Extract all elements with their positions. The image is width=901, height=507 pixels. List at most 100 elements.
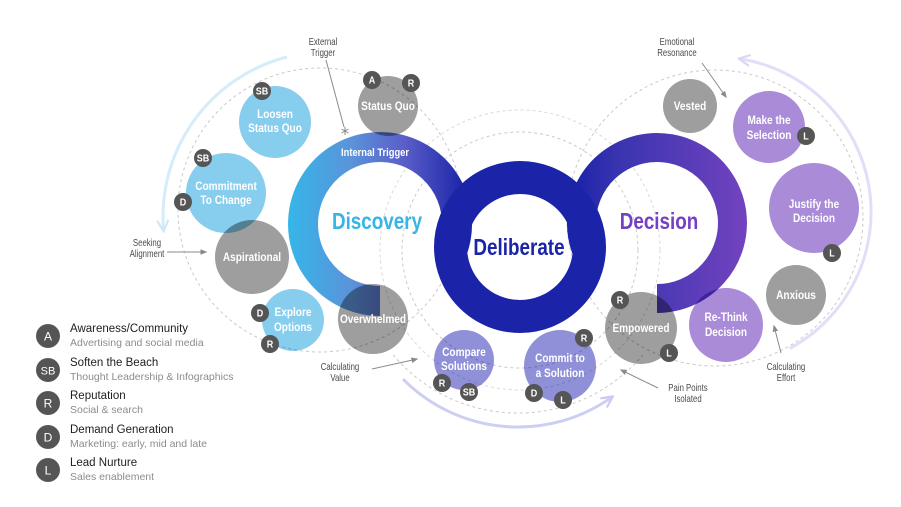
discovery-flow-arrow (163, 55, 288, 230)
stage-make-the-selection: Make the Selection L (733, 91, 815, 163)
asterisk-icon (341, 127, 349, 135)
stage-vested: Vested (663, 79, 717, 133)
phase-label-discovery: Discovery (332, 209, 422, 234)
badge-circle (402, 74, 420, 92)
badge-letter: R (439, 378, 446, 390)
badge-letter: SB (463, 387, 476, 399)
annotation-emotional-resonance: Emotional Resonance (657, 36, 727, 99)
badge: SB (460, 383, 478, 401)
badge-circle (525, 384, 543, 402)
annotation-text: Emotional (660, 36, 695, 47)
stage-label: Compare (442, 346, 486, 359)
legend-title: Soften the Beach (70, 357, 158, 369)
arrow-icon (772, 324, 782, 354)
annotation-text: Isolated (674, 393, 701, 404)
badge: R (261, 335, 279, 353)
badge-circle (433, 374, 451, 392)
deliberate-outer-orbit (379, 109, 661, 391)
stage-label: Empowered (612, 322, 669, 335)
annotation-text: Alignment (130, 248, 165, 259)
arrow-icon (371, 357, 419, 370)
stage-circle (186, 153, 266, 233)
badge-circle (261, 335, 279, 353)
stage-circle (689, 288, 763, 362)
annotation-text: Effort (777, 372, 796, 383)
badge-letter: SB (256, 86, 269, 98)
annotation-text: External (309, 36, 338, 47)
badge: D (251, 304, 269, 322)
legend-code: L (45, 464, 52, 478)
internal-trigger-label: Internal Trigger (341, 147, 409, 159)
legend-code: D (44, 431, 53, 445)
legend-item-reputation: R Reputation Social & search (36, 390, 143, 416)
legend-subtitle: Marketing: early, mid and late (70, 438, 207, 450)
badge-circle (823, 244, 841, 262)
stage-circle (733, 91, 805, 163)
badge-letter: L (829, 248, 835, 260)
badge-circle (251, 304, 269, 322)
pointer-line (325, 59, 345, 128)
badge: D (525, 384, 543, 402)
legend-subtitle: Social & search (70, 404, 143, 416)
arrow-icon (619, 369, 659, 389)
badge-circle (253, 82, 271, 100)
badge-circle (797, 127, 815, 145)
stage-circle (766, 265, 826, 325)
legend-item-awareness: A Awareness/Community Advertising and so… (36, 323, 204, 349)
badge: SB (194, 149, 212, 167)
stage-label: Decision (705, 326, 747, 339)
badge: R (402, 74, 420, 92)
badge-letter: L (803, 131, 809, 143)
badge-circle (363, 71, 381, 89)
badge-letter: D (531, 388, 538, 400)
legend-badge (36, 458, 60, 482)
badge-letter: L (560, 395, 566, 407)
badge: A (363, 71, 381, 89)
badge-letter: R (408, 78, 415, 90)
stage-aspirational: Aspirational (215, 220, 289, 294)
stage-explore-options: Explore Options D R (251, 289, 324, 353)
decision-ring (566, 133, 747, 313)
stage-circle (262, 289, 324, 351)
legend-title: Lead Nurture (70, 457, 137, 469)
badge: R (611, 291, 629, 309)
annotation-text: Calculating (767, 361, 806, 372)
legend: A Awareness/Community Advertising and so… (36, 323, 233, 483)
deliberate-ring (434, 161, 606, 333)
stage-label: Vested (674, 100, 707, 113)
stage-label: Commit to (535, 352, 585, 365)
stage-label: Overwhelmed (340, 313, 406, 326)
legend-item-demand-generation: D Demand Generation Marketing: early, mi… (36, 424, 207, 450)
badge: R (433, 374, 451, 392)
badge-circle (460, 383, 478, 401)
stage-label: Explore (275, 306, 312, 319)
legend-title: Demand Generation (70, 424, 174, 436)
badge-letter: R (581, 333, 588, 345)
annotation-seeking-alignment: Seeking Alignment (130, 237, 208, 259)
badge: L (554, 391, 572, 409)
badge: SB (253, 82, 271, 100)
stage-label: a Solution (536, 367, 585, 380)
stage-circle (524, 330, 596, 402)
stage-circle (358, 76, 418, 136)
legend-badge (36, 324, 60, 348)
discovery-ring (288, 132, 473, 316)
badge-circle (554, 391, 572, 409)
badge: L (797, 127, 815, 145)
bottom-orbit (392, 354, 644, 414)
badge: R (575, 329, 593, 347)
annotation-pain-points-isolated: Pain Points Isolated (619, 369, 708, 404)
stage-label: Re-Think (704, 311, 748, 324)
badge-letter: D (257, 308, 264, 320)
badge-circle (194, 149, 212, 167)
arrow-icon (701, 62, 727, 99)
stage-label: Status Quo (361, 100, 415, 113)
stage-label: Justify the (789, 198, 839, 211)
annotation-text: Calculating (321, 361, 360, 372)
stage-justify-the-decision: Justify the Decision L (769, 163, 859, 262)
stage-label: Status Quo (248, 122, 302, 135)
legend-title: Reputation (70, 390, 126, 402)
badge: D (174, 193, 192, 211)
badge-letter: A (369, 75, 376, 87)
